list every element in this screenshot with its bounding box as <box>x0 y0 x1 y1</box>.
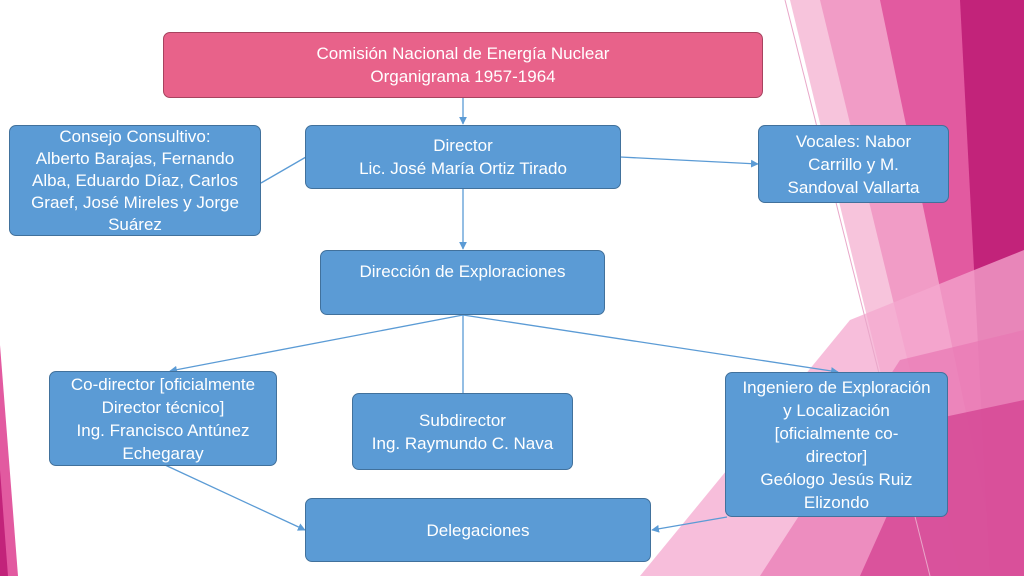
consejo-line-1: Consejo Consultivo: <box>59 126 211 146</box>
direccion-line-1: Dirección de Exploraciones <box>359 262 566 281</box>
arrow-director-to-vocales <box>619 156 759 168</box>
arrow-direccion-to-codirector <box>169 314 464 374</box>
consejo-line-5: Suárez <box>108 214 162 234</box>
consejo-line-2: Alberto Barajas, Fernando <box>35 148 235 168</box>
title-line-1: Comisión Nacional de Energía Nuclear <box>316 44 610 63</box>
arrow-ingeniero-to-delegaciones <box>651 516 728 533</box>
delegaciones-box: Delegaciones <box>305 498 651 562</box>
ingeniero-line-5: Geólogo Jesús Ruiz <box>760 469 913 489</box>
codirector-line-4: Echegaray <box>122 443 204 463</box>
consejo-line-4: Graef, José Mireles y Jorge <box>31 192 239 212</box>
ingeniero-line-4: director] <box>805 446 868 466</box>
subdirector-box: Subdirector Ing. Raymundo C. Nava <box>352 393 573 470</box>
delegaciones-line-1: Delegaciones <box>426 520 530 540</box>
arrow-codirector-to-delegaciones <box>164 464 306 531</box>
codirector-line-2: Director técnico] <box>101 397 225 417</box>
consejo-line-3: Alba, Eduardo Díaz, Carlos <box>32 170 238 190</box>
vocales-line-1: Vocales: Nabor <box>795 131 912 151</box>
ingeniero-box: Ingeniero de Exploración y Localización … <box>725 372 948 517</box>
title-line-2: Organigrama 1957-1964 <box>370 67 556 86</box>
subdirector-line-2: Ing. Raymundo C. Nava <box>371 433 554 453</box>
vocales-box: Vocales: Nabor Carrillo y M. Sandoval Va… <box>758 125 949 203</box>
consejo-consultivo-box: Consejo Consultivo: Alberto Barajas, Fer… <box>9 125 261 236</box>
subdirector-line-1: Subdirector <box>419 410 506 430</box>
arrow-direccion-to-ingeniero <box>462 314 839 375</box>
ingeniero-line-6: Elizondo <box>803 492 870 512</box>
direccion-exploraciones-box: Dirección de Exploraciones <box>320 250 605 315</box>
ingeniero-line-1: Ingeniero de Exploración <box>742 377 931 397</box>
director-line-1: Director <box>433 136 493 155</box>
line-consejo-to-director <box>260 156 307 184</box>
codirector-box: Co-director [oficialmente Director técni… <box>49 371 277 466</box>
director-line-2: Lic. José María Ortiz Tirado <box>359 159 567 178</box>
codirector-line-3: Ing. Francisco Antúnez <box>76 420 250 440</box>
ingeniero-line-2: y Localización <box>783 400 890 420</box>
vocales-line-3: Sandoval Vallarta <box>787 177 920 197</box>
codirector-line-1: Co-director [oficialmente <box>70 374 256 394</box>
ingeniero-line-3: [oficialmente co- <box>774 423 899 443</box>
director-box: Director Lic. José María Ortiz Tirado <box>305 125 621 189</box>
vocales-line-2: Carrillo y M. <box>808 154 899 174</box>
title-box: Comisión Nacional de Energía Nuclear Org… <box>163 32 763 98</box>
